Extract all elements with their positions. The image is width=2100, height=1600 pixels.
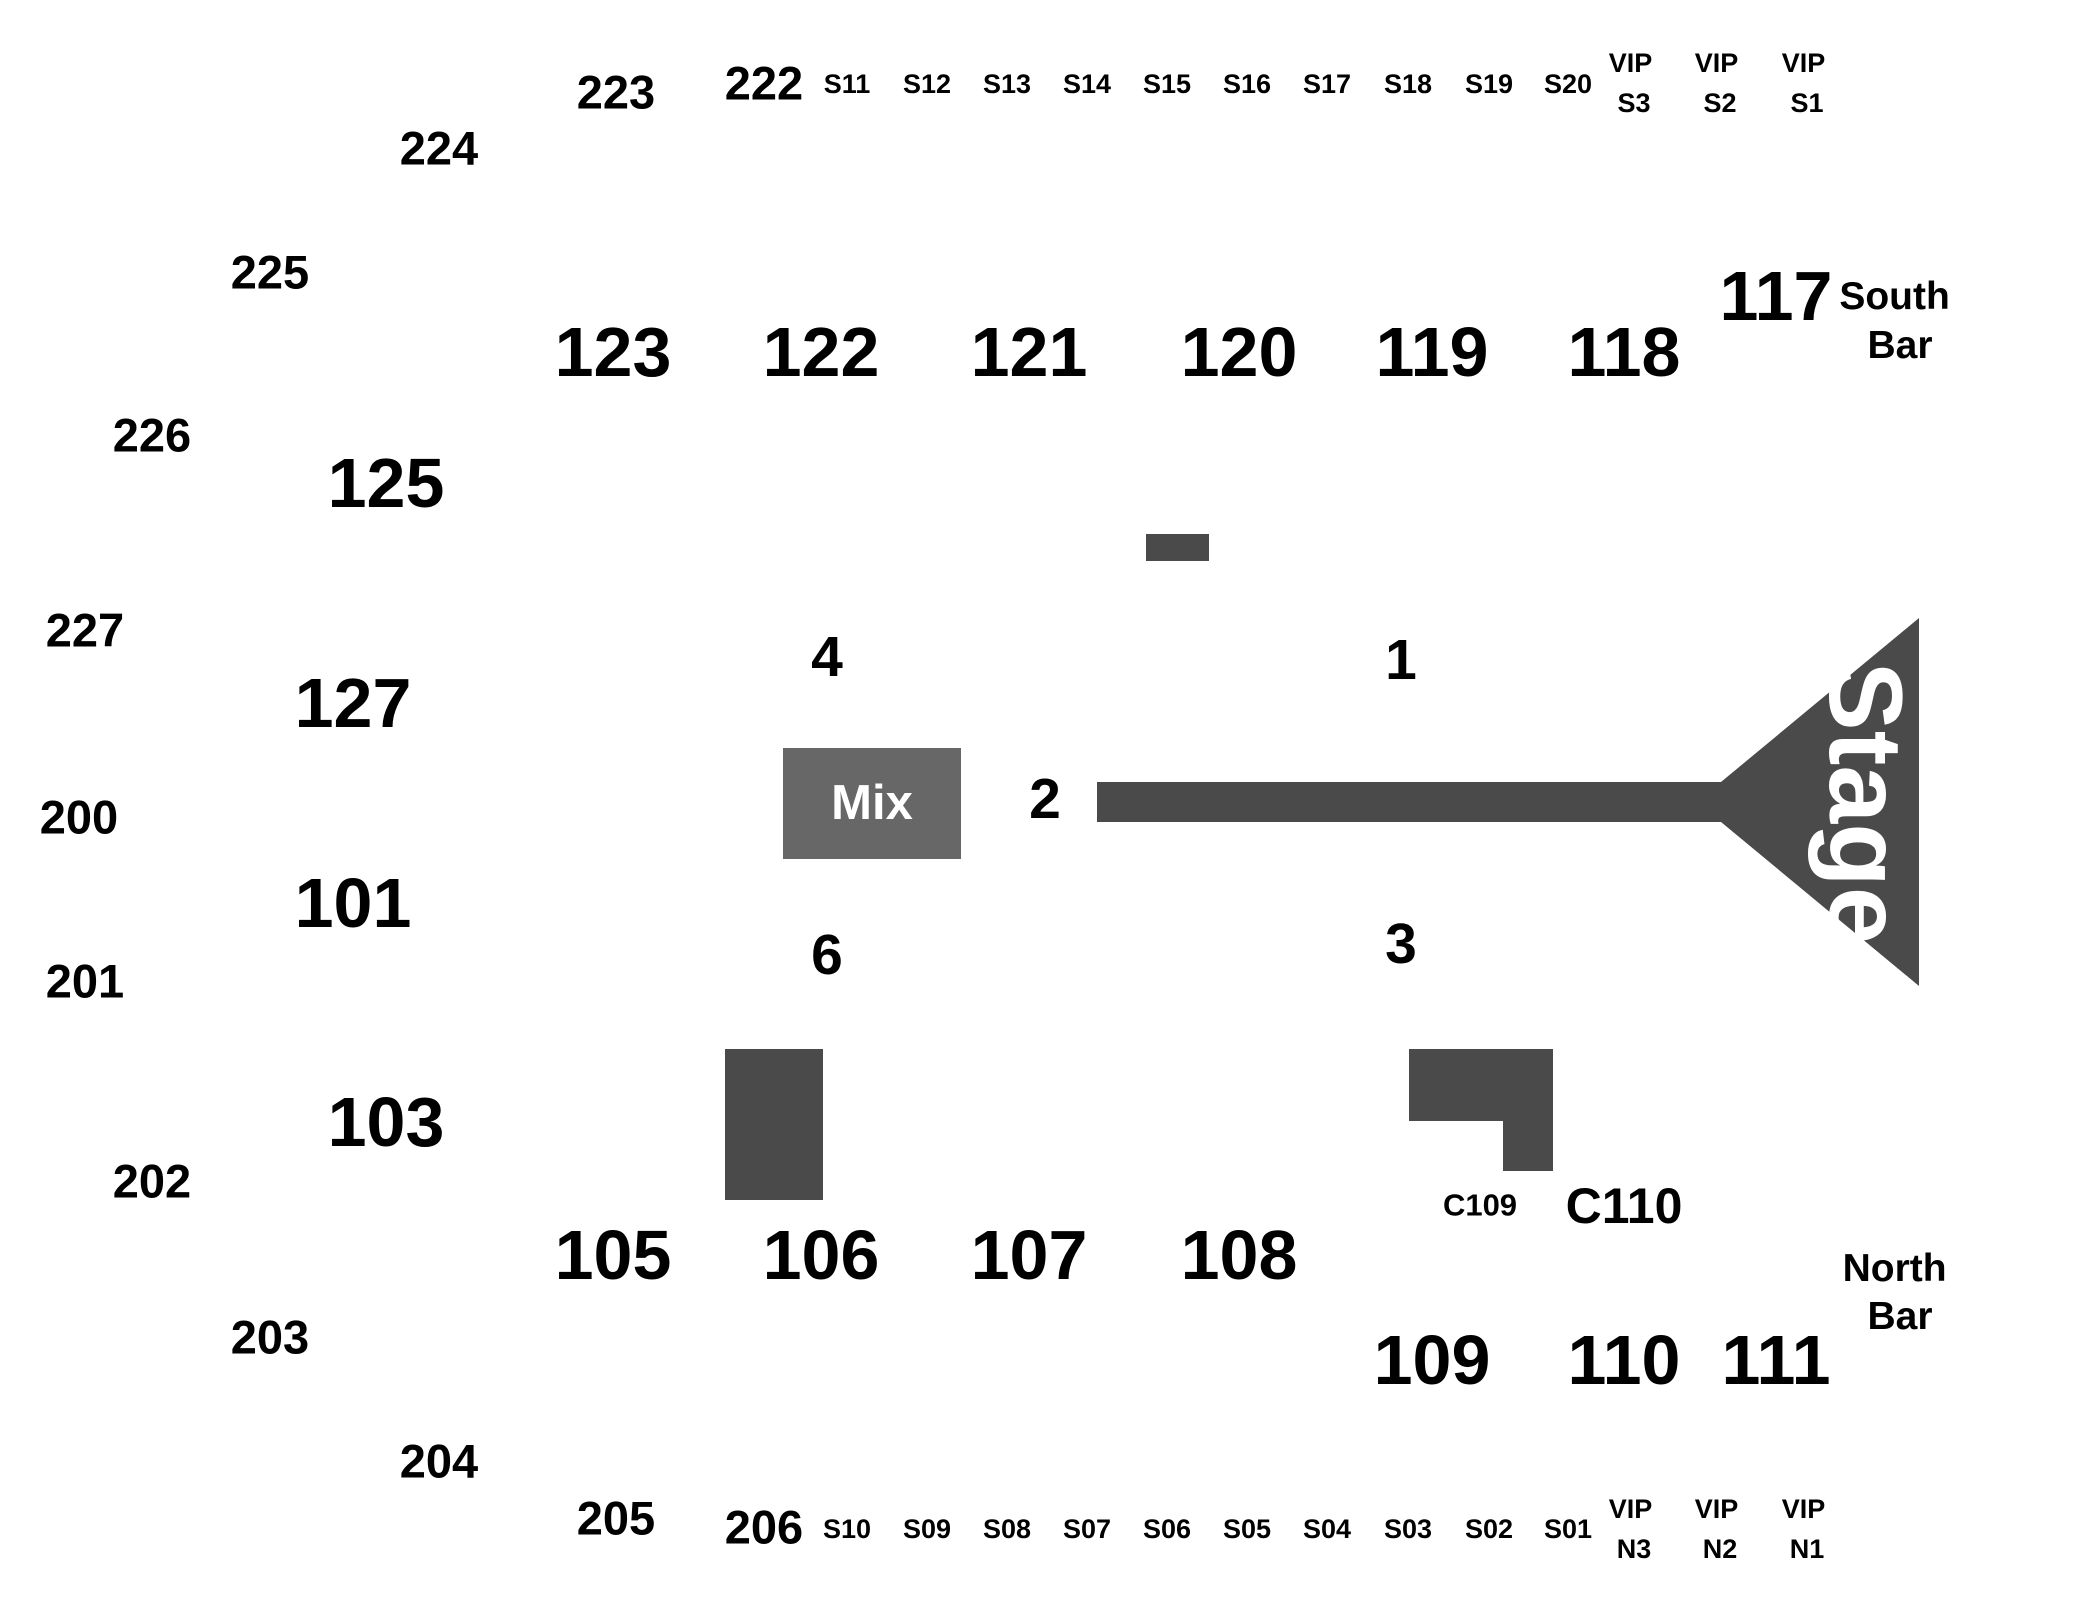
upper-section[interactable]: 205	[577, 1492, 655, 1545]
suite[interactable]: S05	[1223, 1514, 1271, 1544]
suite[interactable]: S04	[1303, 1514, 1351, 1544]
upper-section[interactable]: 202	[113, 1155, 191, 1208]
upper-section[interactable]: 224	[400, 122, 478, 175]
mix-label: Mix	[831, 776, 913, 830]
lower-section[interactable]: 111	[1721, 1321, 1830, 1399]
upper-section[interactable]: 203	[231, 1311, 309, 1364]
upper-section[interactable]: 227	[46, 604, 124, 657]
lower-section[interactable]: 121	[971, 313, 1088, 391]
stage-runway	[1097, 618, 1919, 986]
floor-section[interactable]: 3	[1385, 912, 1417, 976]
lower-section[interactable]: 119	[1376, 313, 1489, 391]
vip-suite[interactable]: VIP N3	[1609, 1494, 1660, 1564]
lower-section[interactable]: 118	[1568, 313, 1681, 391]
upper-section[interactable]: 226	[113, 409, 191, 462]
floor-platform	[1146, 534, 1209, 561]
upper-section[interactable]: 223	[577, 66, 655, 119]
vip-suite[interactable]: VIP S1	[1782, 48, 1833, 118]
suite[interactable]: S08	[983, 1514, 1031, 1544]
north-bar: North Bar	[1843, 1247, 1958, 1338]
vip-suite[interactable]: VIP N1	[1782, 1494, 1833, 1564]
floor-section[interactable]: 6	[811, 923, 843, 987]
lower-section[interactable]: 109	[1374, 1321, 1491, 1399]
stage-label: Stage	[1807, 661, 1923, 944]
suite[interactable]: S16	[1223, 69, 1271, 99]
lower-section[interactable]: 101	[295, 864, 412, 942]
suite[interactable]: S17	[1303, 69, 1351, 99]
vip-suite[interactable]: VIP S2	[1695, 48, 1746, 118]
suite[interactable]: S15	[1143, 69, 1191, 99]
lower-section[interactable]: 117	[1720, 257, 1833, 335]
suite[interactable]: S09	[903, 1514, 951, 1544]
upper-section[interactable]: 225	[231, 246, 309, 299]
lower-section[interactable]: 125	[328, 444, 445, 522]
lower-section[interactable]: 106	[763, 1216, 880, 1294]
floor-section[interactable]: 1	[1385, 628, 1417, 692]
upper-section[interactable]: 206	[725, 1501, 803, 1554]
lower-section[interactable]: 108	[1181, 1216, 1298, 1294]
south-bar: South Bar	[1839, 275, 1960, 367]
suite[interactable]: S10	[823, 1514, 871, 1544]
lower-section[interactable]: 120	[1181, 313, 1298, 391]
lower-section[interactable]: 103	[328, 1083, 445, 1161]
lower-section[interactable]: 105	[555, 1216, 672, 1294]
lower-section[interactable]: 110	[1568, 1321, 1681, 1399]
upper-section[interactable]: 200	[40, 791, 118, 844]
suite[interactable]: S06	[1143, 1514, 1191, 1544]
l-shaped-riser	[1409, 1049, 1553, 1171]
lower-section[interactable]: 107	[971, 1216, 1088, 1294]
suite[interactable]: S13	[983, 69, 1031, 99]
floor-section[interactable]: 2	[1029, 767, 1061, 831]
upper-section[interactable]: 201	[46, 955, 124, 1008]
lower-section[interactable]: 122	[763, 313, 880, 391]
suite[interactable]: S02	[1465, 1514, 1513, 1544]
upper-section[interactable]: 204	[400, 1435, 478, 1488]
suite[interactable]: S14	[1063, 69, 1111, 99]
suite[interactable]: S11	[824, 69, 871, 99]
suite[interactable]: S12	[903, 69, 951, 99]
lower-section[interactable]: 123	[555, 313, 672, 391]
floor-section[interactable]: 4	[811, 625, 843, 689]
suite[interactable]: S18	[1384, 69, 1432, 99]
sound-riser	[725, 1049, 823, 1200]
vip-suite[interactable]: VIP N2	[1695, 1494, 1746, 1564]
suite[interactable]: S20	[1544, 69, 1592, 99]
upper-section[interactable]: 222	[725, 57, 803, 110]
suite[interactable]: S01	[1544, 1514, 1592, 1544]
suite[interactable]: S19	[1465, 69, 1513, 99]
suite[interactable]: S07	[1063, 1514, 1111, 1544]
lower-section[interactable]: 127	[295, 664, 412, 742]
vip-suite[interactable]: VIP S3	[1609, 48, 1660, 118]
suite[interactable]: S03	[1384, 1514, 1432, 1544]
mix-booth	[783, 748, 961, 859]
club-section[interactable]: C109	[1443, 1188, 1517, 1223]
club-section[interactable]: C110	[1566, 1178, 1683, 1234]
